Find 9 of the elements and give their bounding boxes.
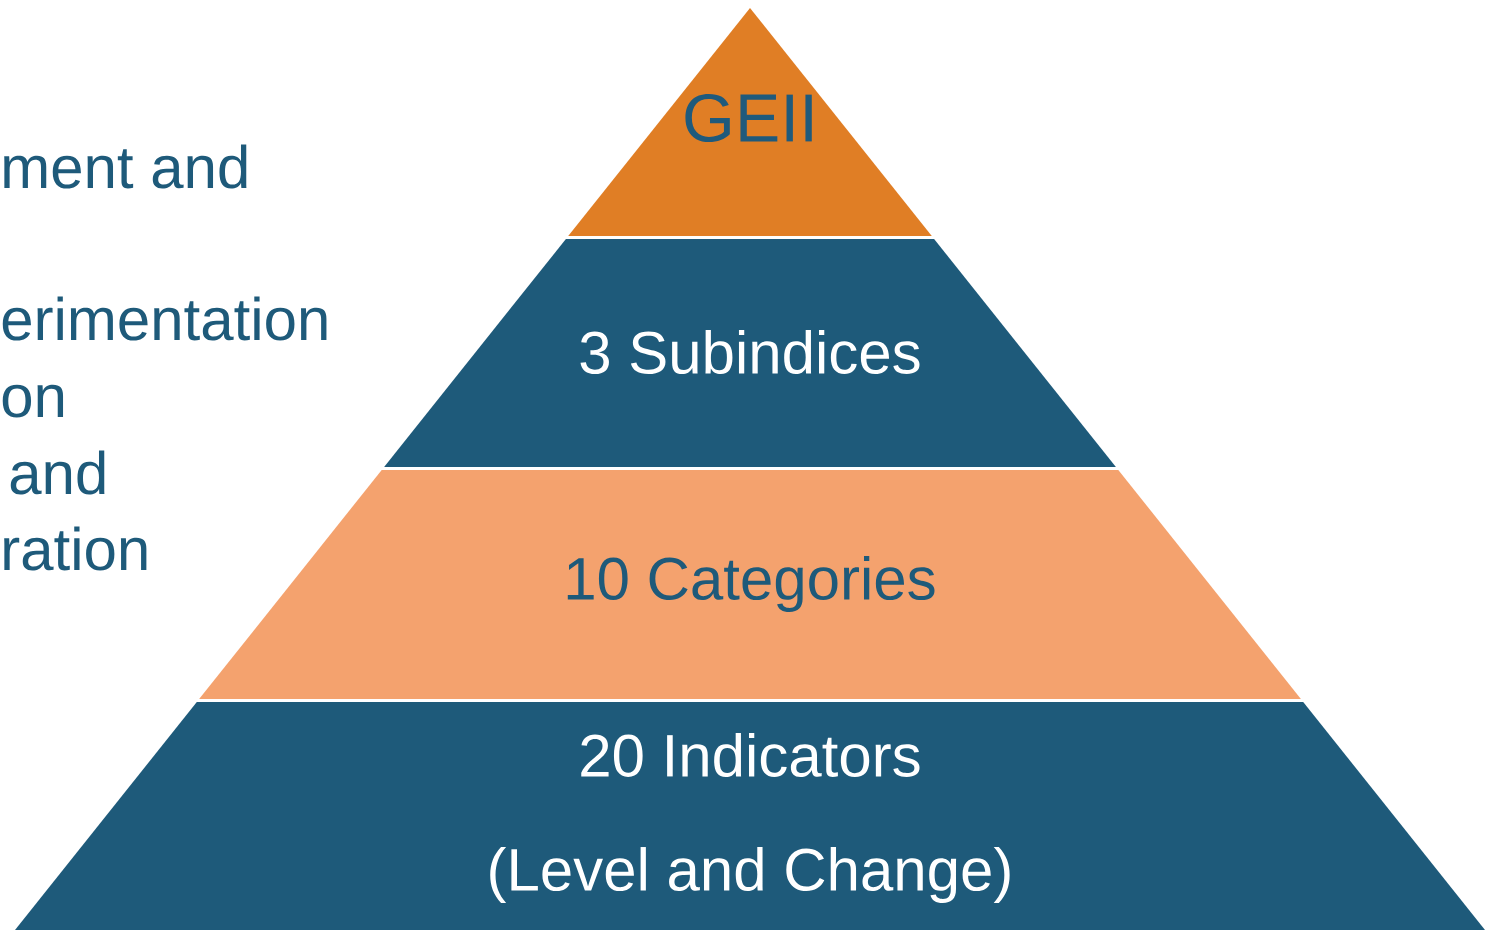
side-text: and [10,450,105,495]
side-text: erimentation [2,296,327,341]
pyramid-tier: 10 Categories [199,470,1301,699]
pyramid-tier: 3 Subindices [384,239,1116,467]
pyramid-tier: 20 Indicators (Level and Change) [15,702,1485,930]
pyramid-tier: GEII [568,8,932,236]
side-text: ment and [4,144,247,189]
side-text: on [2,384,64,418]
side-text: ration [4,526,147,571]
